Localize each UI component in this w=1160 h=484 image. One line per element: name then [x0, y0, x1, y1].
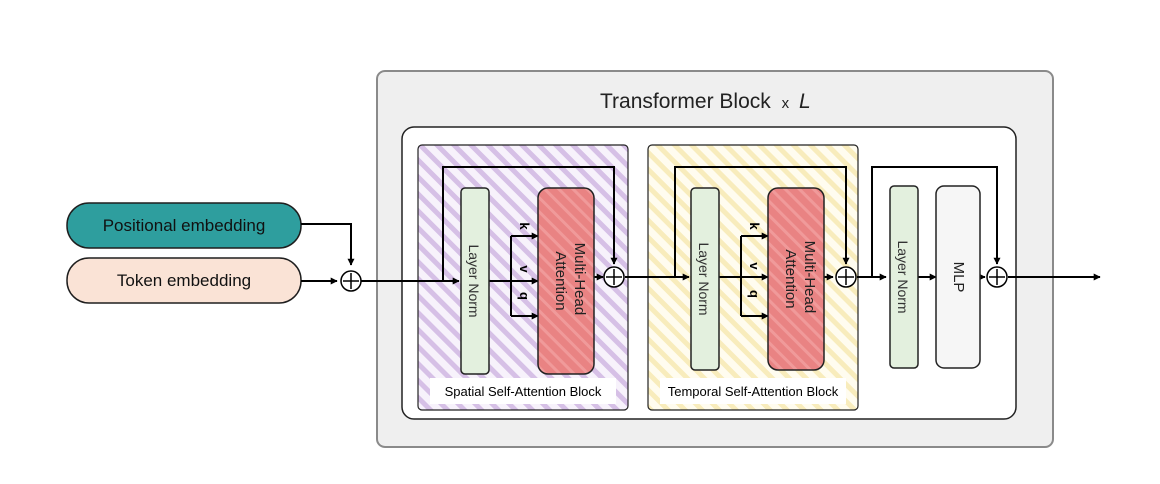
- mlp-layer-norm: [889, 185, 919, 369]
- temporal-attention: [767, 187, 825, 371]
- positional-embedding-label: Positional embedding: [103, 216, 266, 235]
- spatial-v-label: v: [517, 265, 532, 273]
- token-embedding-label: Token embedding: [117, 271, 251, 290]
- skip-connections: [442, 166, 1001, 281]
- temporal-kvq-branches: [740, 232, 769, 320]
- temporal-layer-norm: [690, 187, 720, 371]
- positional-embedding-pill: [66, 202, 302, 249]
- spatial-attention-line1: Multi-Head: [571, 243, 588, 316]
- spatial-layer-norm: [460, 187, 490, 375]
- spatial-kvq-branches: [510, 232, 539, 320]
- spatial-attention-line2: Attention: [552, 251, 569, 310]
- spatial-attention-label: Multi-Head Attention: [552, 243, 588, 320]
- temporal-q-label: q: [747, 290, 762, 298]
- spatial-layer-norm-label: Layer Norm: [466, 244, 482, 317]
- temporal-attention-label: Multi-Head Attention: [782, 241, 818, 318]
- temporal-v-label: v: [747, 262, 762, 270]
- sum-node-temporal: [835, 266, 857, 288]
- temporal-layer-norm-label: Layer Norm: [696, 242, 712, 315]
- transformer-block-title: Transformer Block x L: [600, 90, 811, 113]
- spatial-block-caption: Spatial Self-Attention Block: [445, 384, 602, 399]
- sum-node-mlp: [986, 266, 1008, 288]
- spatial-k-label: k: [517, 222, 532, 230]
- temporal-caption-bg: [660, 378, 846, 404]
- sum-node-spatial: [603, 266, 625, 288]
- spatial-caption-bg: [430, 378, 616, 404]
- mlp-box: [935, 185, 981, 369]
- temporal-k-label: k: [747, 222, 762, 230]
- input-connectors: [301, 223, 355, 285]
- temporal-attention-line2: Attention: [782, 249, 799, 308]
- spatial-q-label: q: [517, 292, 532, 300]
- mlp-layer-norm-label: Layer Norm: [895, 240, 911, 313]
- spatial-attention: [537, 187, 595, 375]
- sum-node-input: [340, 270, 362, 292]
- temporal-block-caption: Temporal Self-Attention Block: [668, 384, 839, 399]
- mlp-label: MLP: [950, 262, 967, 293]
- temporal-attention-line1: Multi-Head: [801, 241, 818, 314]
